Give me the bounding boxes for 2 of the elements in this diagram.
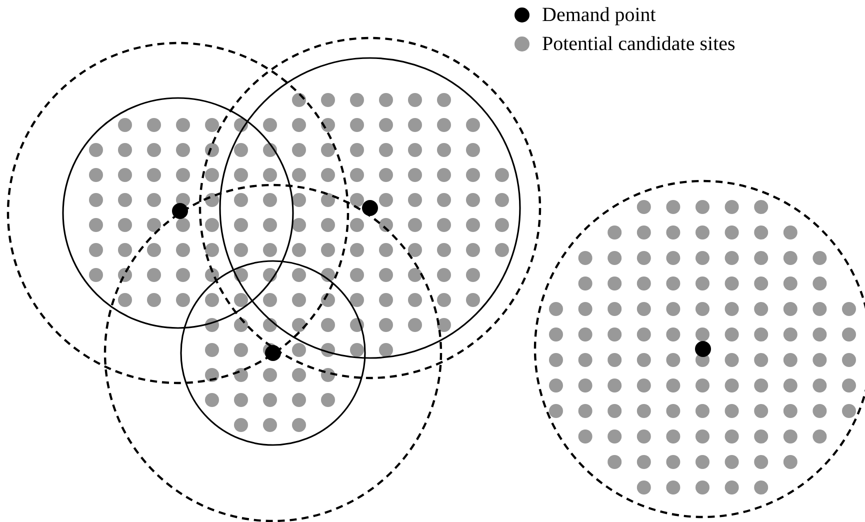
legend-label: Demand point [542,4,656,26]
legend-label: Potential candidate sites [542,33,736,55]
